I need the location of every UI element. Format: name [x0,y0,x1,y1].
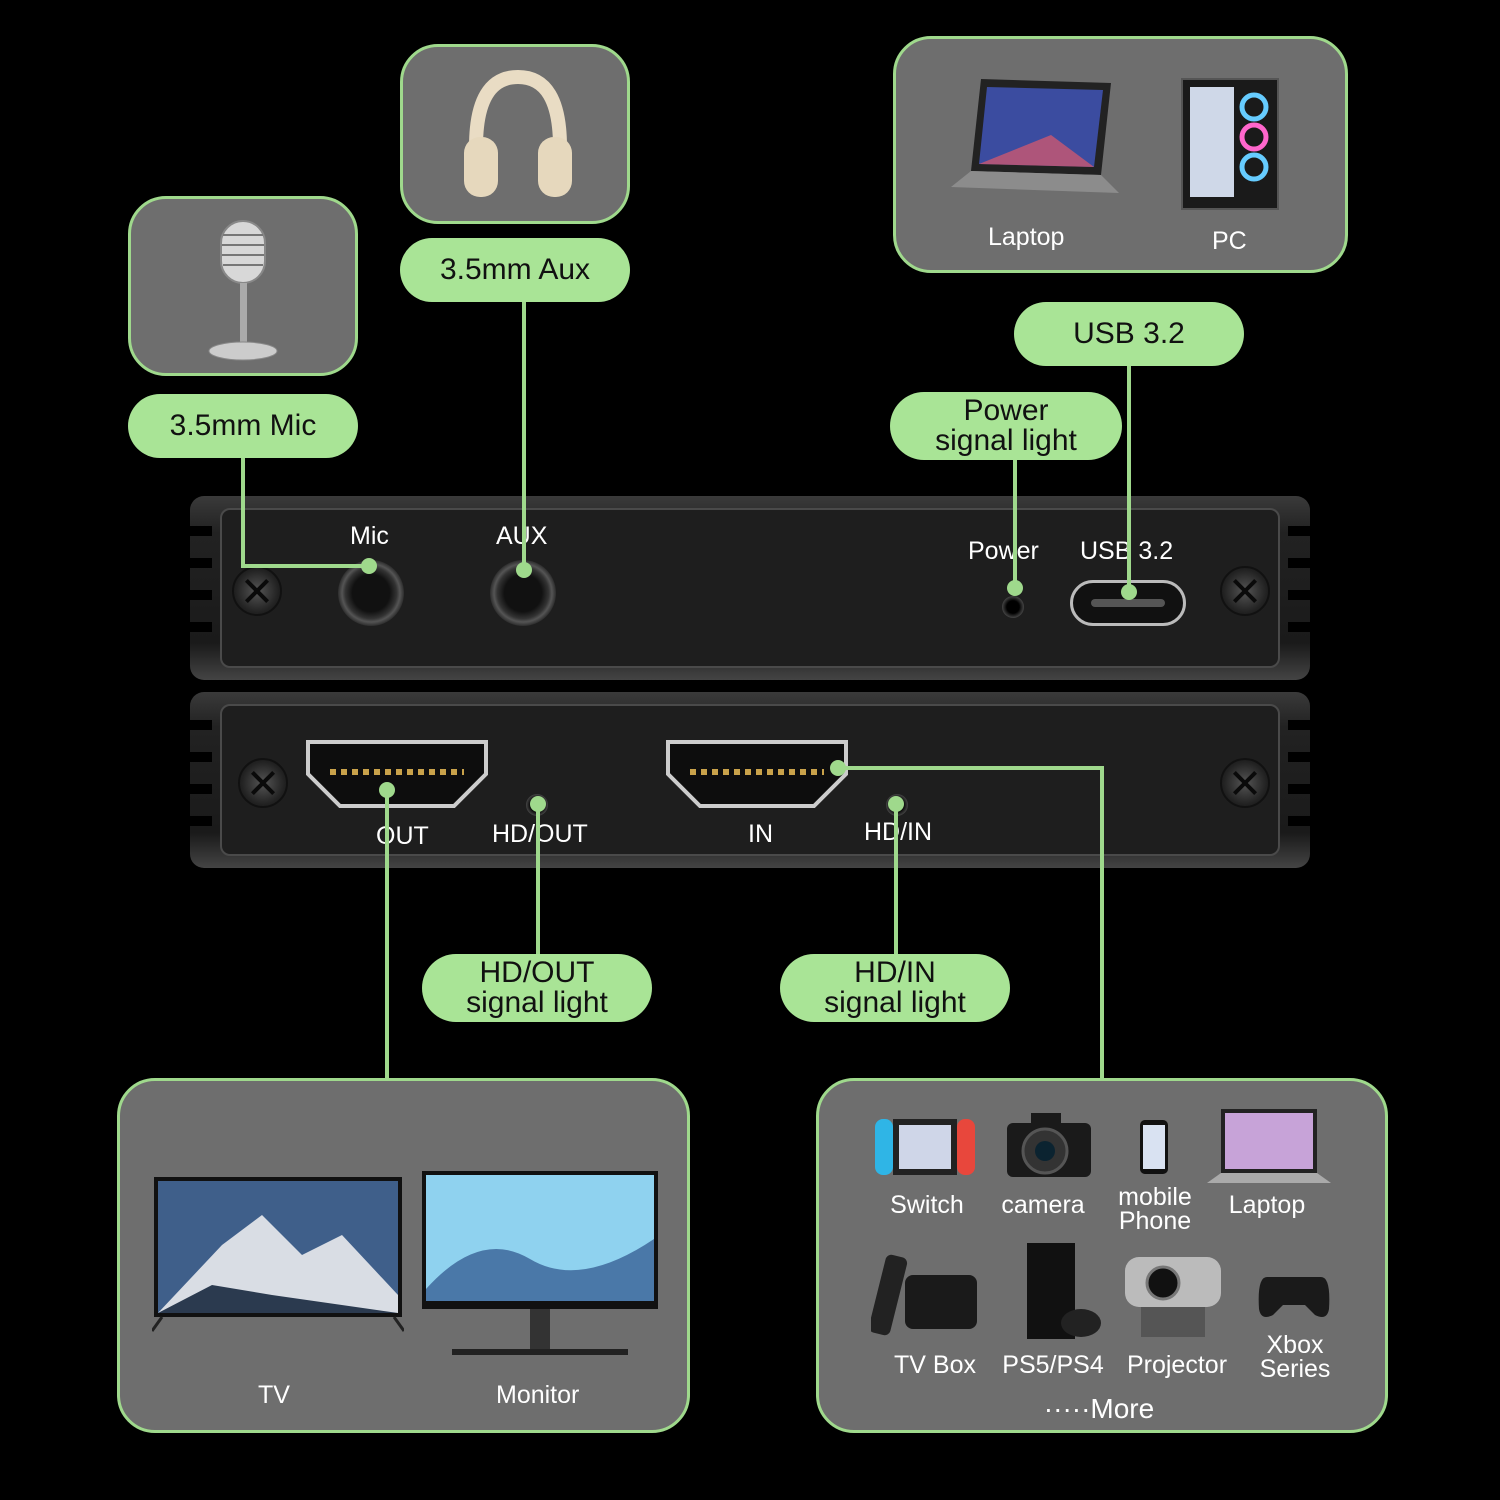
device-top-face [190,496,1310,680]
mobile-phone-icon [1140,1120,1168,1174]
connector-dot [379,782,395,798]
hdout-callout: HD/OUT signal light [422,954,652,1022]
hdin-port-label: HD/IN [864,818,933,846]
connector-line [522,302,526,570]
aux-callout: 3.5mm Aux [400,238,630,302]
hdmi-out-port [306,740,488,808]
connector-line [1100,766,1104,1080]
display-panel: TV Monitor [117,1078,690,1433]
screw-icon [232,566,282,616]
out-port-label: OUT [376,822,429,850]
connector-line [536,804,540,954]
monitor-label: Monitor [496,1381,580,1409]
connector-line [838,766,1104,770]
mic-panel [128,196,358,376]
mic-callout: 3.5mm Mic [128,394,358,458]
connector-line [1013,460,1017,588]
connector-dot [361,558,377,574]
power-callout: Power signal light [890,392,1122,460]
connector-dot [530,796,546,812]
connector-line [241,564,369,568]
computer-panel: Laptop PC [893,36,1348,273]
tv-box-icon [871,1254,977,1336]
screw-icon [238,758,288,808]
pc-tower-icon [1181,78,1279,210]
screw-icon [1220,566,1270,616]
mobile-phone-label: mobile Phone [1118,1183,1192,1235]
camera-icon [1007,1113,1091,1177]
aux-panel [400,44,630,224]
laptop-label: Laptop [988,223,1065,251]
aux-port-label: AUX [496,522,547,551]
camera-label: camera [1001,1191,1085,1219]
switch-label: Switch [890,1191,964,1219]
connector-line [241,458,245,568]
projector-label: Projector [1126,1351,1228,1379]
laptop-icon [951,79,1119,193]
game-console-icon [1027,1243,1101,1339]
headphones-icon [464,69,572,197]
in-port-label: IN [748,820,773,848]
monitor-icon [422,1171,658,1355]
screw-icon [1220,758,1270,808]
power-port-label: Power [968,537,1039,565]
usb-port-label: USB 3.2 [1080,537,1174,565]
connector-dot [1121,584,1137,600]
mic-port-label: Mic [350,522,389,550]
connector-line [894,804,898,954]
connector-line [385,790,389,1080]
connector-dot [1007,580,1023,596]
connector-dot [516,562,532,578]
laptop-icon [1207,1109,1331,1183]
source-panel: Switch camera mobile Phone Laptop TV Box… [816,1078,1388,1433]
microphone-icon [208,220,278,361]
tv-label: TV [258,1381,290,1409]
more-label: ·····More [1043,1393,1155,1424]
switch-console-icon [875,1119,975,1175]
hdmi-in-port [666,740,848,808]
controller-icon [1258,1277,1330,1317]
tv-box-label: TV Box [894,1351,976,1379]
hdin-callout: HD/IN signal light [780,954,1010,1022]
connector-dot [888,796,904,812]
connector-line [1127,366,1131,592]
power-led [1002,596,1024,618]
usb-callout: USB 3.2 [1014,302,1244,366]
xbox-label: Xbox Series [1259,1331,1331,1383]
pc-label: PC [1212,227,1247,255]
ps-label: PS5/PS4 [1002,1351,1104,1379]
tv-icon [152,1177,404,1332]
projector-icon [1125,1257,1221,1337]
connector-dot [830,760,846,776]
laptop-source-label: Laptop [1228,1191,1306,1219]
